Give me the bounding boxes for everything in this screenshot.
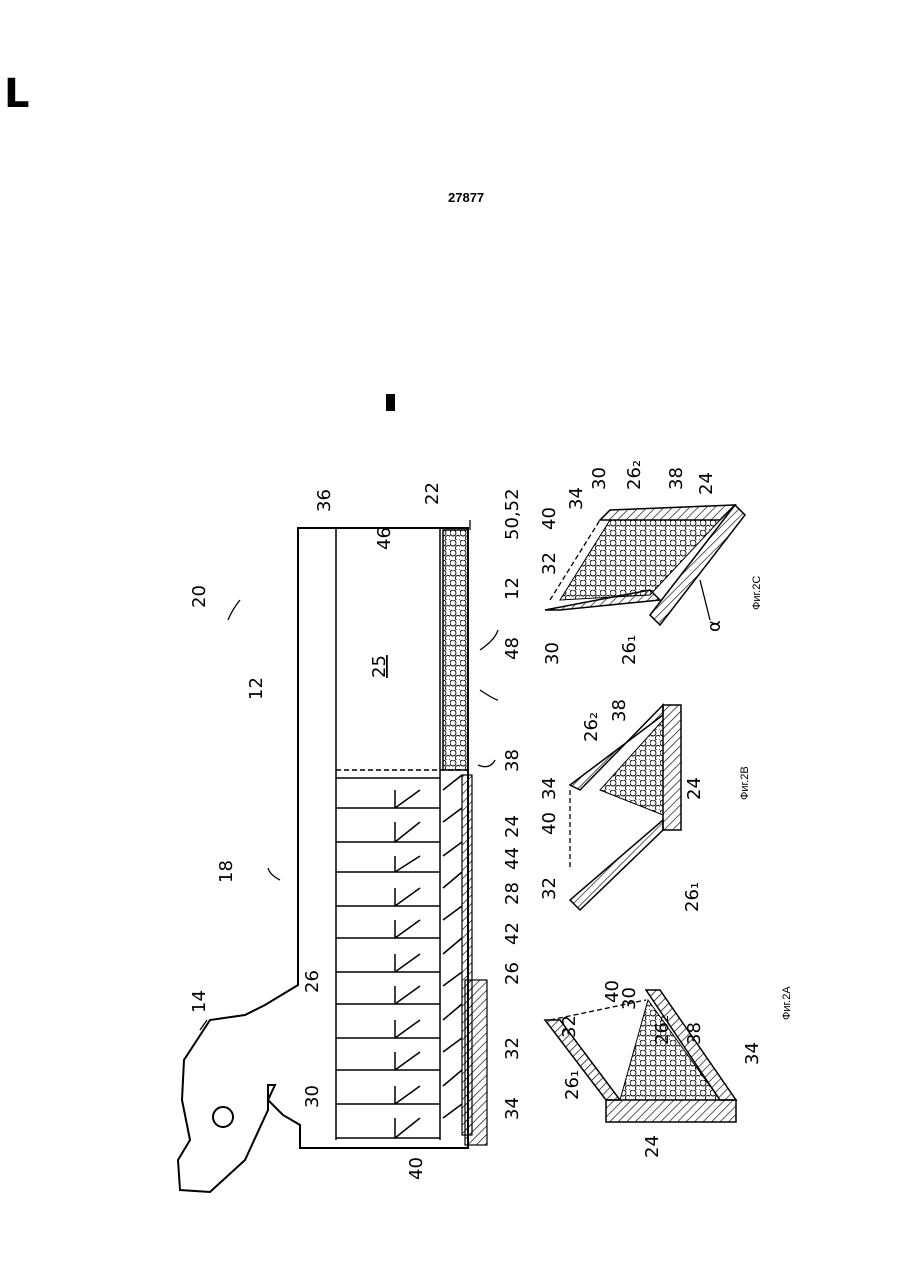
label-34: 34 <box>502 1097 523 1120</box>
fig2c-label-30-a: 30 <box>542 642 563 665</box>
label-12-bottom: 12 <box>502 577 523 600</box>
label-32: 32 <box>502 1037 523 1060</box>
fig2b-label-32: 32 <box>539 877 560 900</box>
label-38: 38 <box>502 749 523 772</box>
label-28: 28 <box>502 882 523 905</box>
label-24: 24 <box>502 815 523 838</box>
fig2c-wall-2 <box>600 505 735 520</box>
fig2b-base <box>663 705 681 830</box>
label-36: 36 <box>314 489 335 512</box>
fig-2c <box>545 505 745 625</box>
fig2c-label-40: 40 <box>539 507 560 530</box>
mount-hole <box>213 1107 233 1127</box>
fig2b-label-24: 24 <box>684 777 705 800</box>
fig2a-label-38: 38 <box>684 1022 705 1045</box>
fig2b-fill <box>600 720 663 815</box>
fig2a-label-24: 24 <box>642 1135 663 1158</box>
fig2a-label-26-1: 26₁ <box>562 1070 583 1100</box>
fig2b-label-38: 38 <box>609 699 630 722</box>
label-44: 44 <box>502 847 523 870</box>
fig2a-label-26-2: 26₂ <box>652 1015 673 1045</box>
fig2a-caption: Фиг.2А <box>781 986 793 1020</box>
label-50-52: 50,52 <box>502 488 523 540</box>
label-22: 22 <box>422 482 443 505</box>
fig2c-caption: Фиг.2С <box>751 576 763 610</box>
label-48: 48 <box>502 637 523 660</box>
label-14: 14 <box>189 990 210 1013</box>
fig2c-label-26-1: 26₁ <box>619 635 640 665</box>
fig2b-label-34: 34 <box>539 777 560 800</box>
label-26-top: 26 <box>302 970 323 993</box>
label-18: 18 <box>216 860 237 883</box>
fig2a-label-32: 32 <box>559 1015 580 1038</box>
label-25: 25 <box>369 655 390 678</box>
fig2b-label-26-1: 26₁ <box>682 882 703 912</box>
fig-2a <box>545 990 736 1122</box>
lower-hatch-block <box>465 980 487 1145</box>
label-40: 40 <box>406 1157 427 1180</box>
label-46: 46 <box>374 527 395 550</box>
main-figure <box>178 520 498 1192</box>
fig2c-label-32: 32 <box>539 552 560 575</box>
fig2b-caption: Фиг.2В <box>739 766 751 800</box>
fig2c-label-24: 24 <box>696 472 717 495</box>
fig2a-base <box>606 1100 736 1122</box>
label-20: 20 <box>189 585 210 608</box>
label-30: 30 <box>302 1085 323 1108</box>
fig2a-label-34: 34 <box>742 1042 763 1065</box>
cell-array <box>336 770 462 1140</box>
fig2b-label-26-2: 26₂ <box>581 712 602 742</box>
fig2c-label-26-2: 26₂ <box>624 460 645 490</box>
fig2c-label-alpha: α <box>704 620 725 632</box>
housing-outline <box>178 528 468 1192</box>
label-42: 42 <box>502 922 523 945</box>
label-12-top: 12 <box>246 677 267 700</box>
fig2b-label-40: 40 <box>539 812 560 835</box>
fig2c-label-30-b: 30 <box>589 467 610 490</box>
fig2a-label-30: 30 <box>619 987 640 1010</box>
fig2b-wall-1 <box>570 820 663 910</box>
granular-bed <box>443 530 468 770</box>
label-26-bottom: 26 <box>502 962 523 985</box>
fig2c-label-38: 38 <box>666 467 687 490</box>
fig2c-label-34: 34 <box>566 487 587 510</box>
